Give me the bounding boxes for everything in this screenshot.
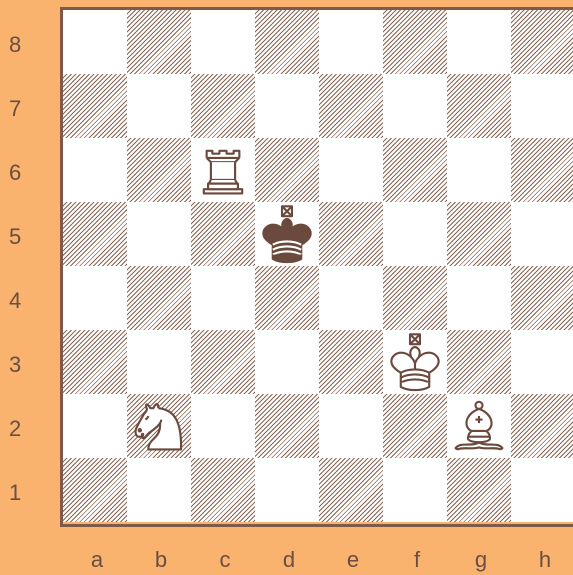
square-a5[interactable] — [63, 202, 127, 266]
square-e8[interactable] — [319, 10, 383, 74]
square-h2[interactable] — [511, 394, 573, 458]
square-b2[interactable] — [127, 394, 191, 458]
rank-label-2: 2 — [9, 416, 29, 442]
square-b3[interactable] — [127, 330, 191, 394]
white-rook-c6[interactable] — [191, 138, 255, 202]
square-g1[interactable] — [447, 458, 511, 522]
file-label-f: f — [385, 547, 449, 573]
rank-label-3: 3 — [9, 352, 29, 378]
square-b6[interactable] — [127, 138, 191, 202]
square-c8[interactable] — [191, 10, 255, 74]
white-bishop-g2[interactable] — [447, 394, 511, 458]
rank-label-7: 7 — [9, 96, 29, 122]
file-label-d: d — [257, 547, 321, 573]
square-a7[interactable] — [63, 74, 127, 138]
rank-label-6: 6 — [9, 160, 29, 186]
square-f7[interactable] — [383, 74, 447, 138]
file-label-h: h — [513, 547, 573, 573]
square-e3[interactable] — [319, 330, 383, 394]
black-king-d5[interactable] — [255, 202, 319, 266]
square-b7[interactable] — [127, 74, 191, 138]
board-grid — [63, 10, 573, 522]
square-b5[interactable] — [127, 202, 191, 266]
square-c2[interactable] — [191, 394, 255, 458]
chess-board — [60, 7, 573, 527]
square-d2[interactable] — [255, 394, 319, 458]
square-h4[interactable] — [511, 266, 573, 330]
square-a2[interactable] — [63, 394, 127, 458]
square-e7[interactable] — [319, 74, 383, 138]
square-g5[interactable] — [447, 202, 511, 266]
square-d1[interactable] — [255, 458, 319, 522]
square-c4[interactable] — [191, 266, 255, 330]
square-d3[interactable] — [255, 330, 319, 394]
square-c6[interactable] — [191, 138, 255, 202]
square-d7[interactable] — [255, 74, 319, 138]
square-a8[interactable] — [63, 10, 127, 74]
file-label-b: b — [129, 547, 193, 573]
square-h8[interactable] — [511, 10, 573, 74]
square-e6[interactable] — [319, 138, 383, 202]
square-g8[interactable] — [447, 10, 511, 74]
square-f6[interactable] — [383, 138, 447, 202]
rank-label-8: 8 — [9, 32, 29, 58]
square-b4[interactable] — [127, 266, 191, 330]
rank-label-5: 5 — [9, 224, 29, 250]
square-g3[interactable] — [447, 330, 511, 394]
square-h6[interactable] — [511, 138, 573, 202]
square-d8[interactable] — [255, 10, 319, 74]
square-b8[interactable] — [127, 10, 191, 74]
rank-label-1: 1 — [9, 480, 29, 506]
file-label-e: e — [321, 547, 385, 573]
square-h1[interactable] — [511, 458, 573, 522]
square-f5[interactable] — [383, 202, 447, 266]
square-f8[interactable] — [383, 10, 447, 74]
square-h5[interactable] — [511, 202, 573, 266]
square-g2[interactable] — [447, 394, 511, 458]
square-c7[interactable] — [191, 74, 255, 138]
square-f1[interactable] — [383, 458, 447, 522]
square-a6[interactable] — [63, 138, 127, 202]
square-c1[interactable] — [191, 458, 255, 522]
square-c5[interactable] — [191, 202, 255, 266]
square-h7[interactable] — [511, 74, 573, 138]
square-d6[interactable] — [255, 138, 319, 202]
square-f3[interactable] — [383, 330, 447, 394]
square-f2[interactable] — [383, 394, 447, 458]
white-king-f3[interactable] — [383, 330, 447, 394]
square-a4[interactable] — [63, 266, 127, 330]
square-g6[interactable] — [447, 138, 511, 202]
file-label-a: a — [65, 547, 129, 573]
square-g4[interactable] — [447, 266, 511, 330]
square-e2[interactable] — [319, 394, 383, 458]
square-f4[interactable] — [383, 266, 447, 330]
square-g7[interactable] — [447, 74, 511, 138]
square-a3[interactable] — [63, 330, 127, 394]
square-h3[interactable] — [511, 330, 573, 394]
white-knight-b2[interactable] — [127, 394, 191, 458]
file-label-g: g — [449, 547, 513, 573]
square-e5[interactable] — [319, 202, 383, 266]
square-d5[interactable] — [255, 202, 319, 266]
square-c3[interactable] — [191, 330, 255, 394]
square-a1[interactable] — [63, 458, 127, 522]
square-d4[interactable] — [255, 266, 319, 330]
square-b1[interactable] — [127, 458, 191, 522]
square-e4[interactable] — [319, 266, 383, 330]
rank-label-4: 4 — [9, 288, 29, 314]
square-e1[interactable] — [319, 458, 383, 522]
file-label-c: c — [193, 547, 257, 573]
